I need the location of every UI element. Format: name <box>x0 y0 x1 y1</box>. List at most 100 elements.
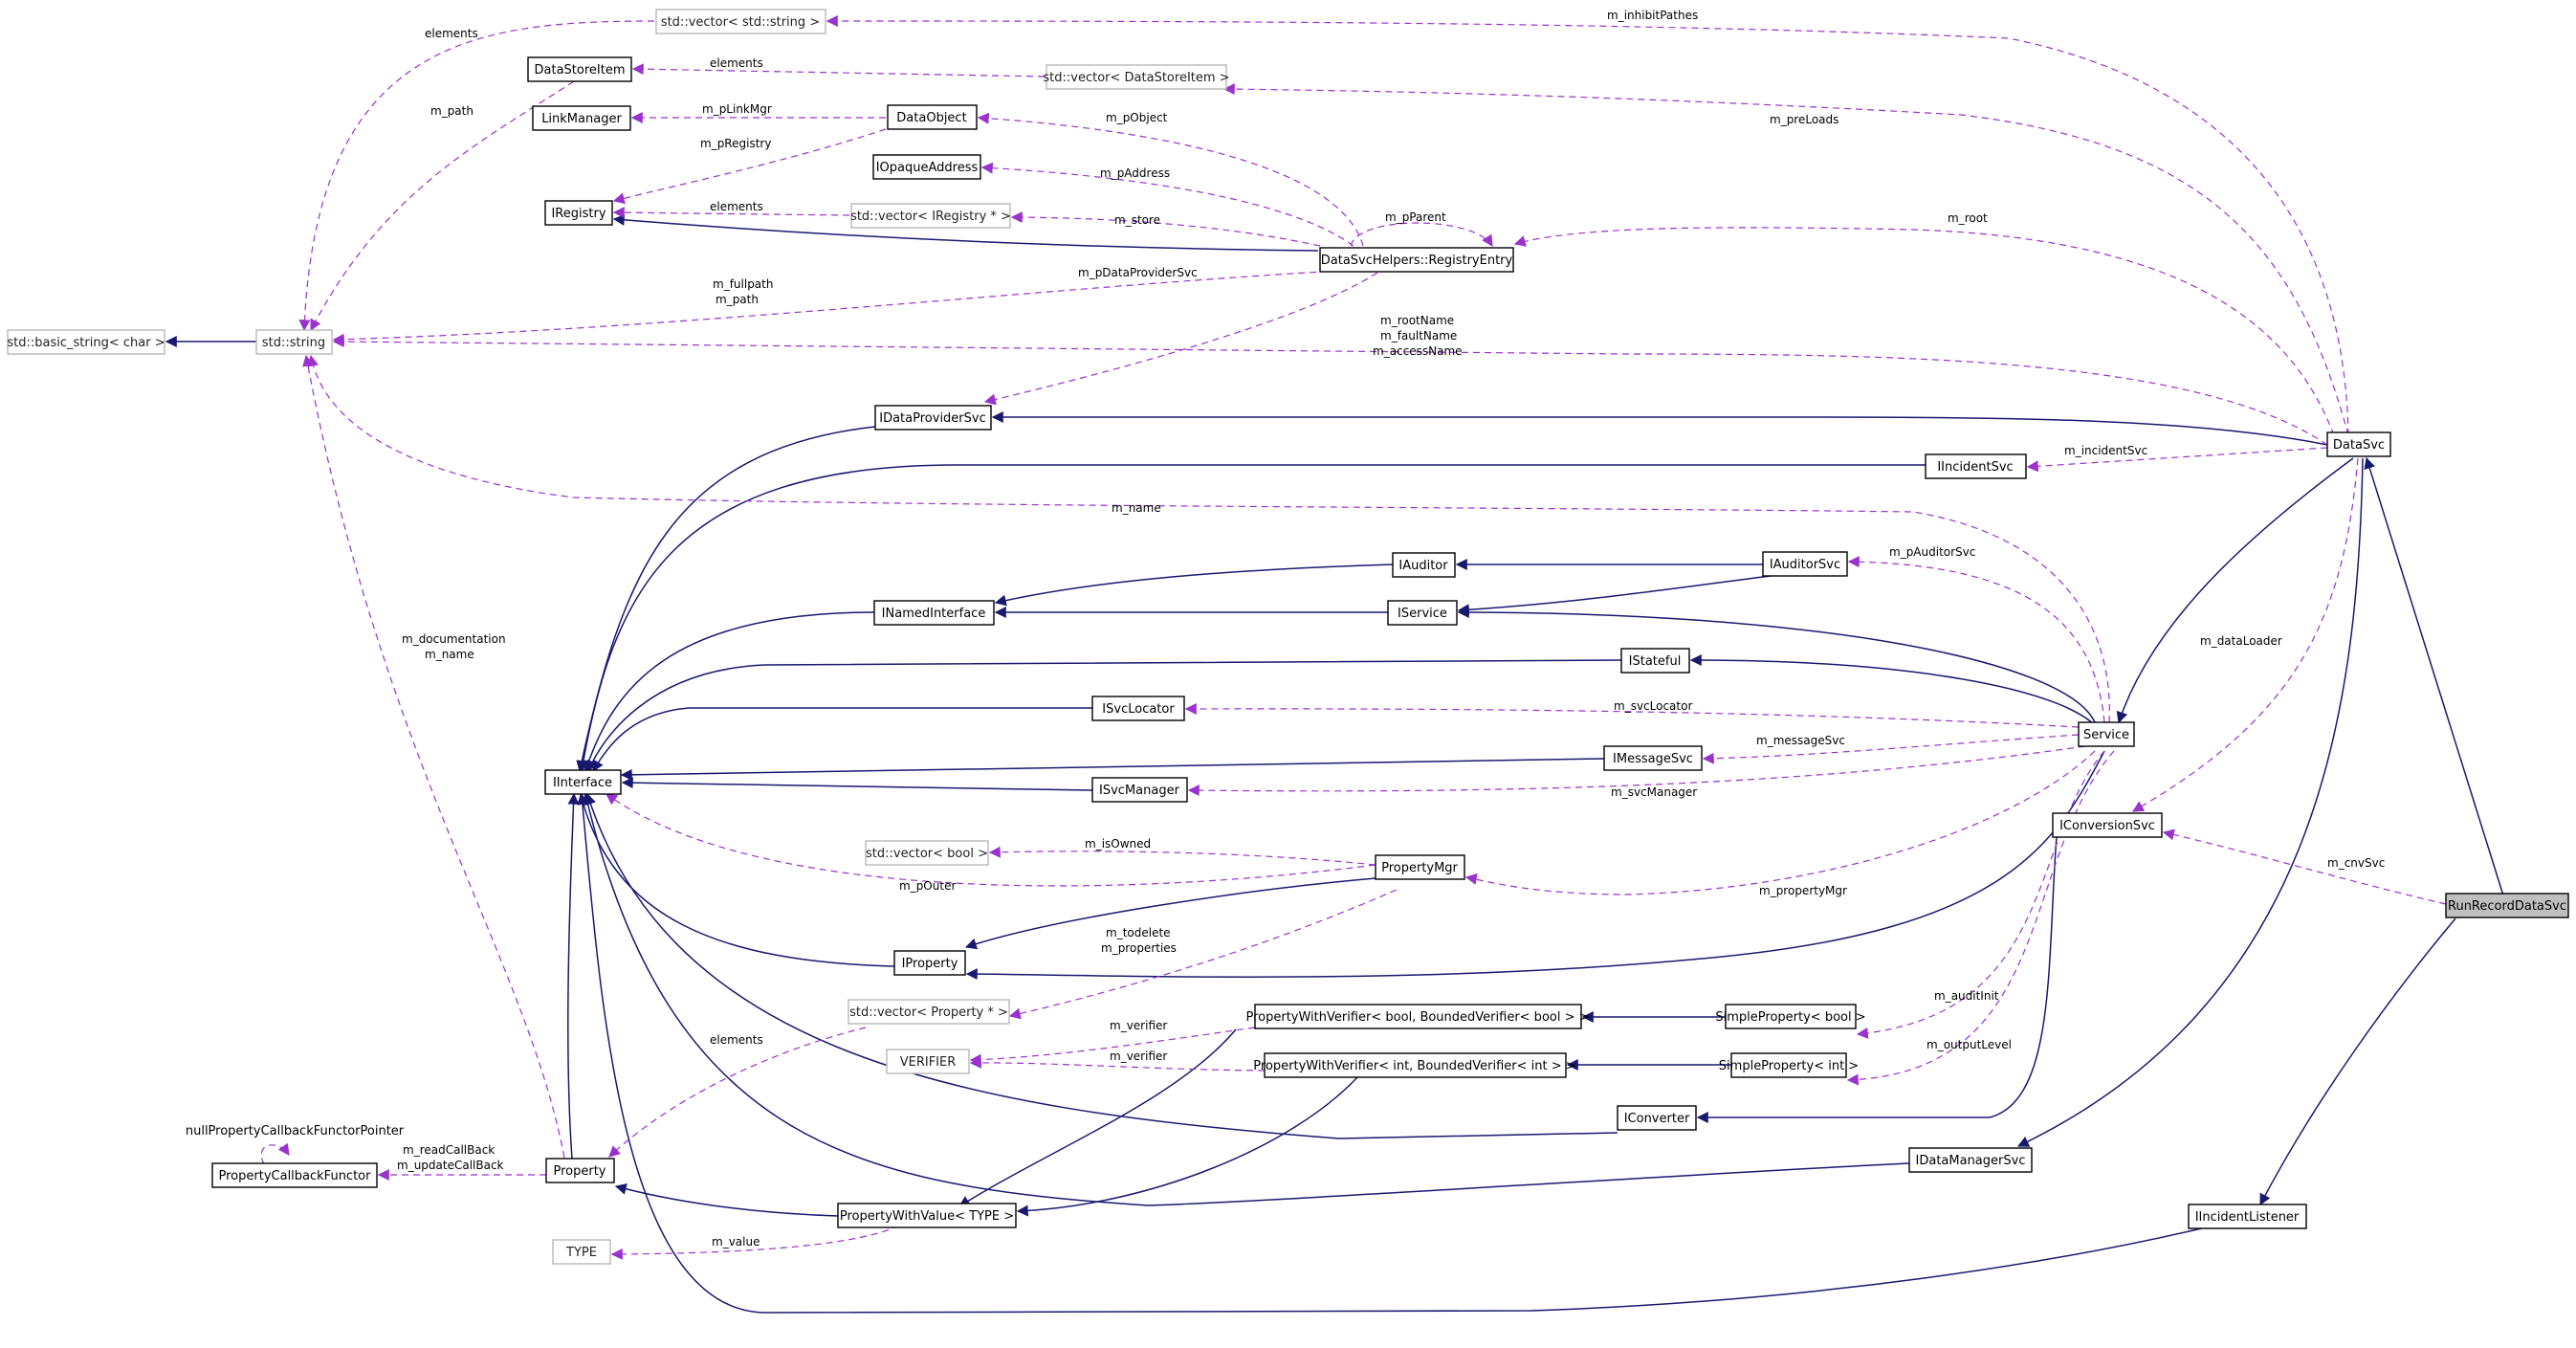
node-iauditorsvc[interactable]: IAuditorSvc <box>1762 551 1848 577</box>
node-std-string[interactable]: std::string <box>255 329 333 355</box>
edge-label-plinkmgr: m_pLinkMgr <box>702 102 772 116</box>
node-iproperty[interactable]: IProperty <box>893 950 966 976</box>
node-runrecorddatasvc[interactable]: RunRecordDataSvc <box>2445 893 2569 918</box>
use-edge-name <box>307 354 2110 723</box>
svg-text:ISvcLocator: ISvcLocator <box>1102 702 1175 717</box>
inherit-edge-iincidentsvc-iinterface <box>577 464 1926 773</box>
node-std-vector-property[interactable]: std::vector< Property * > <box>848 999 1010 1025</box>
node-std-vector-datastoreitem[interactable]: std::vector< DataStoreItem > <box>1043 64 1230 90</box>
node-iinterface[interactable]: IInterface <box>544 769 622 795</box>
node-idataprovidersvc[interactable]: IDataProviderSvc <box>874 405 992 431</box>
node-std-vector-bool[interactable]: std::vector< bool > <box>865 840 989 866</box>
node-simpleproperty-bool[interactable]: SimpleProperty< bool > <box>1715 1004 1866 1029</box>
node-registryentry[interactable]: DataSvcHelpers::RegistryEntry <box>1319 247 1514 273</box>
node-type[interactable]: TYPE <box>552 1239 611 1265</box>
node-isvclocator[interactable]: ISvcLocator <box>1091 696 1185 721</box>
use-edge-auditinit <box>1856 750 2105 1039</box>
svg-text:IDataManagerSvc: IDataManagerSvc <box>1916 1154 2026 1168</box>
edge-label-isowned: m_isOwned <box>1085 837 1151 851</box>
node-iopaqueaddress[interactable]: IOpaqueAddress <box>872 154 981 180</box>
inherit-edge-isvcmanager-iinterface <box>621 777 1093 791</box>
node-iincidentlistener[interactable]: IIncidentListener <box>2188 1204 2307 1229</box>
edge-label-dataloader: m_dataLoader <box>2200 634 2282 648</box>
edge-label-auditinit: m_auditInit <box>1934 989 1999 1003</box>
node-imessagesvc[interactable]: IMessageSvc <box>1603 745 1703 771</box>
svg-text:VERIFIER: VERIFIER <box>900 1055 957 1070</box>
edge-label-pparent: m_pParent <box>1385 210 1446 224</box>
node-iservice[interactable]: IService <box>1387 600 1458 626</box>
node-std-vector-iregistry[interactable]: std::vector< IRegistry * > <box>850 203 1011 229</box>
edge-label-verifier-bool: m_verifier <box>1110 1019 1167 1032</box>
node-datastoreitem[interactable]: DataStoreItem <box>527 56 632 82</box>
node-inamedinterface[interactable]: INamedInterface <box>873 600 995 626</box>
node-iincidentsvc[interactable]: IIncidentSvc <box>1925 453 2027 479</box>
use-edge-pobject <box>977 112 1364 247</box>
inherit-edge-iproperty-iinterface <box>577 792 895 967</box>
edge-label-fullpath: m_fullpath <box>713 277 773 291</box>
svg-text:LinkManager: LinkManager <box>541 112 622 126</box>
svg-text:PropertyWithVerifier< bool, Bo: PropertyWithVerifier< bool, BoundedVerif… <box>1245 1010 1589 1025</box>
node-propertywithvalue[interactable]: PropertyWithValue< TYPE > <box>837 1203 1017 1228</box>
use-edge-fullpath <box>332 270 1340 345</box>
inherit-edge-service-iproperty <box>965 750 2105 981</box>
svg-text:PropertyWithValue< TYPE >: PropertyWithValue< TYPE > <box>840 1209 1014 1224</box>
inherit-edge-iauditor-inamedinterface <box>994 564 1394 607</box>
edge-label-verifier-int: m_verifier <box>1110 1050 1167 1063</box>
svg-text:INamedInterface: INamedInterface <box>882 607 986 621</box>
use-edge-isowned <box>988 846 1376 866</box>
node-std-vector-std-string[interactable]: std::vector< std::string > <box>655 9 826 34</box>
inherit-edge-isvclocator-iinterface <box>592 707 1092 773</box>
svg-text:IMessageSvc: IMessageSvc <box>1613 752 1693 766</box>
edge-label-updatecallback: m_updateCallBack <box>397 1159 504 1172</box>
node-simpleproperty-int[interactable]: SimpleProperty< int > <box>1719 1052 1859 1078</box>
inherit-edge-iconverter-iinterface <box>584 792 1618 1139</box>
node-propertymgr[interactable]: PropertyMgr <box>1375 854 1465 880</box>
inherit-edge-pwvbool-pwvalue <box>958 1028 1237 1207</box>
edge-label-accessname: m_accessName <box>1373 344 1463 358</box>
node-iauditor[interactable]: IAuditor <box>1392 552 1456 578</box>
svg-text:PropertyMgr: PropertyMgr <box>1381 861 1458 875</box>
svg-text:DataStoreItem: DataStoreItem <box>535 63 626 77</box>
node-iconversionsvc[interactable]: IConversionSvc <box>2052 812 2163 838</box>
node-linkmanager[interactable]: LinkManager <box>532 105 631 131</box>
inherit-edge-datasvc-service <box>2116 457 2354 724</box>
edge-label-paddress: m_pAddress <box>1100 166 1170 180</box>
node-istateful[interactable]: IStateful <box>1620 648 1690 674</box>
svg-text:std::string: std::string <box>262 336 325 350</box>
node-pwv-bool[interactable]: PropertyWithVerifier< bool, BoundedVerif… <box>1245 1004 1590 1029</box>
edge-label-pouter: m_pOuter <box>899 879 956 893</box>
use-edge-properties <box>1008 889 1398 1020</box>
node-dataobject[interactable]: DataObject <box>887 104 978 130</box>
node-verifier[interactable]: VERIFIER <box>886 1049 970 1074</box>
edge-label-inhibitpathes: m_inhibitPathes <box>1607 9 1698 22</box>
use-edge-pparent <box>1350 222 1493 248</box>
use-edge-verifier-bool <box>969 1027 1256 1066</box>
inherit-edge-imessagesvc-iinterface <box>620 758 1605 781</box>
node-datasvc[interactable]: DataSvc <box>2326 431 2391 457</box>
node-propertycallbackfunctor[interactable]: PropertyCallbackFunctor <box>211 1162 378 1188</box>
use-edge-pauditorsvc <box>1847 556 2105 723</box>
edge-label-readcallback: m_readCallBack <box>403 1143 495 1157</box>
node-iregistry[interactable]: IRegistry <box>544 200 613 226</box>
use-edge-outputlevel <box>1846 750 2115 1086</box>
node-iconverter[interactable]: IConverter <box>1617 1105 1697 1131</box>
node-std-basic-string[interactable]: std::basic_string< char > <box>7 329 165 355</box>
svg-text:IInterface: IInterface <box>553 776 612 790</box>
node-service[interactable]: Service <box>2078 721 2135 747</box>
use-edge-ireg-elements <box>612 207 850 219</box>
node-pwv-int[interactable]: PropertyWithVerifier< int, BoundedVerifi… <box>1253 1052 1576 1078</box>
node-idatamanagersvc[interactable]: IDataManagerSvc <box>1908 1147 2033 1173</box>
svg-text:std::vector< std::string >: std::vector< std::string > <box>661 15 820 30</box>
svg-text:std::basic_string< char >: std::basic_string< char > <box>7 336 165 350</box>
edge-label-elements-prop: elements <box>710 1033 763 1047</box>
node-nullpropertycallbackfunctorpointer[interactable]: nullPropertyCallbackFunctorPointer <box>186 1124 405 1138</box>
edge-label-path: m_path <box>716 293 759 306</box>
inherit-edge-idatamanagersvc-iinterface <box>582 792 1910 1206</box>
use-edge-cnvsvc <box>2162 829 2447 905</box>
use-edge-inhibitpathes <box>826 15 2349 436</box>
svg-text:IIncidentSvc: IIncidentSvc <box>1937 460 2013 475</box>
edge-label-pobject: m_pObject <box>1106 111 1168 124</box>
node-property[interactable]: Property <box>545 1158 615 1183</box>
node-isvcmanager[interactable]: ISvcManager <box>1091 777 1188 803</box>
use-edge-svclocator <box>1184 702 2080 728</box>
